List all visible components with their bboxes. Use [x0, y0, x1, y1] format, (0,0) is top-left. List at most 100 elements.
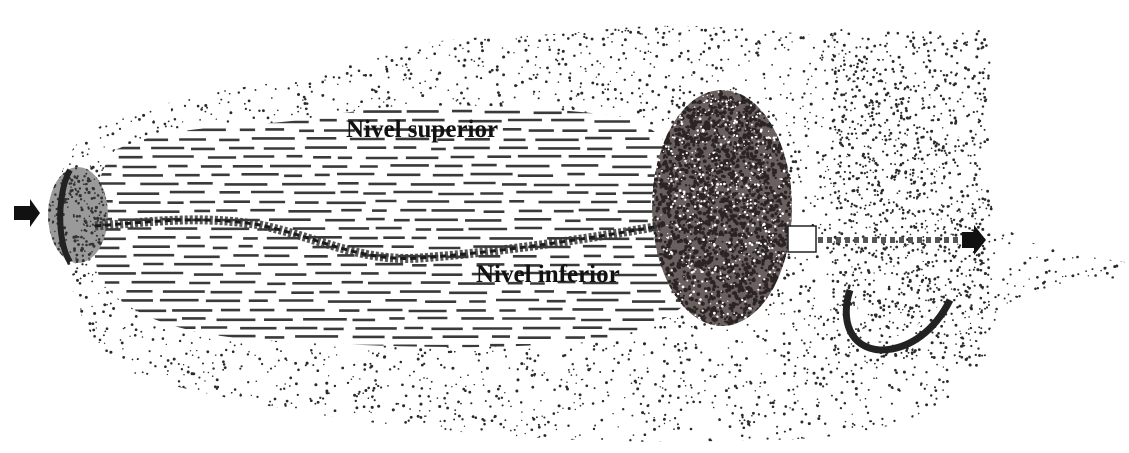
stipple-dot: [918, 413, 920, 415]
stipple-dot: [959, 136, 960, 137]
stipple-dot: [1106, 339, 1107, 340]
stipple-dot: [794, 365, 796, 367]
stipple-dot: [720, 67, 723, 70]
stipple-dot: [116, 123, 118, 125]
stipple-dot: [703, 323, 706, 326]
stipple-dot: [940, 299, 942, 301]
stipple-dot: [1066, 33, 1068, 35]
stipple-dot: [943, 57, 945, 59]
stipple-dot: [847, 30, 849, 32]
stipple-dot: [679, 97, 681, 99]
stipple-dot: [956, 70, 958, 72]
stipple-dot: [807, 300, 810, 303]
stipple-dot: [944, 333, 946, 335]
stipple-dot: [881, 256, 883, 258]
stipple-dot: [489, 32, 490, 33]
stipple-dot: [960, 190, 963, 193]
stipple-dot: [774, 48, 776, 50]
stipple-dot: [897, 88, 899, 90]
stipple-dot: [495, 395, 498, 398]
stipple-dot: [813, 355, 816, 358]
stipple-dot: [1112, 364, 1114, 366]
stipple-dot: [1000, 191, 1003, 194]
stipple-dot: [337, 57, 340, 60]
stipple-dot: [1118, 23, 1120, 25]
stipple-dot: [1101, 436, 1103, 438]
stipple-dot: [922, 236, 924, 238]
stipple-dot: [1123, 400, 1126, 403]
stipple-dot: [309, 398, 311, 400]
stipple-dot: [855, 244, 856, 245]
stipple-dot: [186, 412, 188, 414]
stipple-dot: [95, 84, 97, 86]
stipple-dot: [72, 156, 74, 158]
stipple-dot: [603, 66, 605, 68]
stipple-dot: [593, 348, 596, 351]
stipple-dot: [1055, 421, 1057, 423]
stipple-dot: [1066, 86, 1067, 87]
stipple-dot: [668, 31, 670, 33]
stipple-dot: [549, 46, 551, 48]
stipple-dot: [671, 103, 673, 105]
stipple-dot: [324, 79, 325, 80]
stipple-dot: [571, 90, 573, 92]
stipple-dot: [672, 88, 675, 91]
stipple-dot: [225, 414, 228, 417]
stipple-dot: [803, 92, 805, 94]
stipple-dot: [1086, 435, 1088, 437]
stipple-dot: [1010, 22, 1012, 24]
stipple-dot: [353, 394, 356, 397]
stipple-dot: [707, 20, 710, 23]
stipple-dot: [1062, 336, 1065, 339]
stipple-dot: [769, 97, 772, 100]
stipple-dot: [1077, 178, 1080, 181]
stipple-dot: [818, 162, 820, 164]
stipple-dot: [111, 132, 114, 135]
stipple-dot: [137, 73, 139, 75]
stipple-dot: [377, 405, 380, 408]
stipple-dot: [557, 412, 559, 414]
stipple-dot: [58, 117, 60, 119]
stipple-dot: [77, 336, 80, 339]
stipple-dot: [257, 430, 259, 432]
stipple-dot: [1042, 300, 1044, 302]
stipple-dot: [154, 53, 157, 56]
stipple-dot: [1056, 25, 1059, 28]
stipple-dot: [691, 334, 693, 336]
stipple-dot: [565, 385, 568, 388]
stipple-dot: [943, 228, 945, 230]
stipple-dot: [786, 125, 787, 126]
stipple-dot: [1123, 154, 1125, 156]
stipple-dot: [452, 37, 455, 40]
stipple-dot: [99, 339, 102, 342]
stipple-dot: [246, 403, 249, 406]
stipple-dot: [886, 154, 889, 157]
stipple-dot: [720, 59, 722, 61]
stipple-dot: [233, 411, 236, 414]
stipple-dot: [379, 429, 381, 431]
stipple-dot: [854, 424, 856, 426]
stipple-dot: [233, 86, 235, 88]
stipple-dot: [555, 93, 557, 95]
stipple-dot: [88, 427, 90, 429]
stipple-dot: [185, 441, 188, 444]
stipple-dot: [741, 422, 744, 425]
stipple-dot: [538, 97, 540, 99]
stipple-dot: [533, 91, 535, 93]
stipple-dot: [308, 424, 311, 427]
stipple-dot: [977, 313, 979, 315]
stipple-dot: [910, 234, 912, 236]
stipple-dot: [1010, 184, 1012, 186]
stipple-dot: [695, 346, 698, 349]
stipple-dot: [968, 213, 970, 215]
stipple-dot: [294, 62, 296, 64]
stipple-dot: [477, 64, 479, 66]
stipple-dot: [134, 334, 137, 337]
stipple-dot: [477, 435, 478, 436]
stipple-dot: [464, 426, 465, 427]
stipple-dot: [1053, 361, 1055, 363]
stipple-dot: [204, 104, 207, 107]
stipple-dot: [109, 26, 111, 28]
stipple-dot: [619, 442, 621, 444]
